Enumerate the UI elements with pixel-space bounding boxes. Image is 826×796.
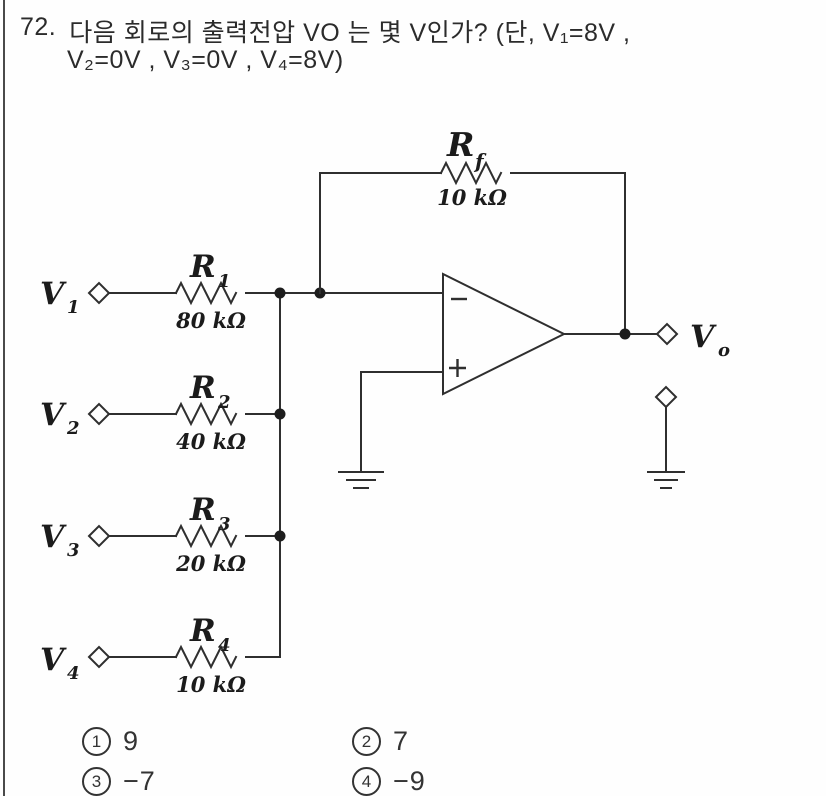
terminal-diamond-icon	[87, 281, 111, 305]
label-vo: V	[690, 319, 717, 355]
terminal-diamond-icon	[655, 322, 679, 346]
label-r2: R	[189, 370, 216, 406]
junction-dot	[274, 287, 286, 299]
option-4-number: 4	[352, 767, 381, 796]
option-3[interactable]: 3 −7	[82, 766, 156, 796]
opamp	[442, 272, 567, 396]
label-vo-sub: o	[718, 340, 730, 361]
option-2[interactable]: 2 7	[352, 726, 409, 757]
option-4[interactable]: 4 −9	[352, 766, 426, 796]
label-v1: V	[40, 276, 67, 312]
output-ground-branch	[647, 385, 685, 489]
label-v3-sub: 3	[67, 540, 80, 561]
label-v4-sub: 4	[67, 663, 80, 684]
output-branch: V o	[563, 319, 730, 361]
label-r1-value: 80 kΩ	[175, 308, 246, 333]
question-header: 72. 다음 회로의 출력전압 VO 는 몇 V인가? (단, V₁=8V ,	[20, 13, 630, 49]
label-r2-value: 40 kΩ	[176, 429, 246, 454]
label-r1-sub: 1	[218, 271, 231, 292]
label-r4-sub: 4	[218, 635, 231, 656]
option-1[interactable]: 1 9	[82, 726, 139, 757]
resistor-zigzag-icon	[174, 280, 238, 306]
question-number: 72.	[20, 13, 57, 41]
option-3-number: 3	[82, 767, 111, 796]
feedback-branch: R f 10 kΩ	[319, 125, 626, 335]
summing-bus	[274, 287, 326, 658]
junction-dot	[274, 408, 286, 420]
label-r3-value: 20 kΩ	[175, 551, 246, 576]
question-text-line1: 다음 회로의 출력전압 VO 는 몇 V인가? (단, V₁=8V ,	[69, 19, 631, 47]
opamp-triangle-icon	[442, 272, 567, 396]
label-v1-sub: 1	[67, 297, 80, 318]
label-r1: R	[189, 249, 216, 285]
label-rf-sub: f	[473, 149, 487, 173]
junction-dot	[274, 530, 286, 542]
resistor-zigzag-icon	[174, 523, 238, 549]
junction-dot	[619, 328, 631, 340]
label-r3-sub: 3	[218, 514, 231, 535]
resistor-zigzag-icon	[174, 401, 238, 427]
input-branch-v1: V 1 R 1 80 kΩ	[40, 249, 444, 333]
ground-icon	[338, 471, 384, 489]
terminal-diamond-icon	[87, 645, 111, 669]
label-v2-sub: 2	[66, 418, 80, 439]
resistor-zigzag-icon	[439, 160, 503, 186]
terminal-diamond-icon	[87, 524, 111, 548]
question-text-line2: V₂=0V , V₃=0V , V₄=8V)	[67, 46, 344, 74]
option-4-label: −9	[393, 766, 426, 796]
option-1-number: 1	[82, 727, 111, 756]
label-v2: V	[40, 397, 67, 433]
label-rf-value: 10 kΩ	[437, 185, 507, 210]
input-branch-v3: V 3 R 3 20 kΩ	[40, 492, 281, 576]
label-r3: R	[189, 492, 216, 528]
terminal-diamond-icon	[654, 385, 678, 409]
input-branch-v2: V 2 R 2 40 kΩ	[40, 370, 281, 454]
input-branch-v4: V 4 R 4 10 kΩ	[40, 613, 281, 697]
terminal-diamond-icon	[87, 402, 111, 426]
label-r2-sub: 2	[217, 392, 231, 413]
noninverting-ground-branch	[338, 371, 444, 489]
ground-icon	[647, 471, 685, 489]
label-r4: R	[189, 613, 216, 649]
label-r4-value: 10 kΩ	[176, 672, 246, 697]
resistor-zigzag-icon	[174, 644, 238, 670]
option-1-label: 9	[123, 726, 140, 756]
page-left-border	[3, 0, 5, 796]
option-2-label: 7	[393, 726, 410, 756]
label-rf: R	[446, 125, 474, 164]
option-2-number: 2	[352, 727, 381, 756]
option-3-label: −7	[123, 766, 156, 796]
label-v3: V	[40, 519, 67, 555]
label-v4: V	[40, 642, 67, 678]
